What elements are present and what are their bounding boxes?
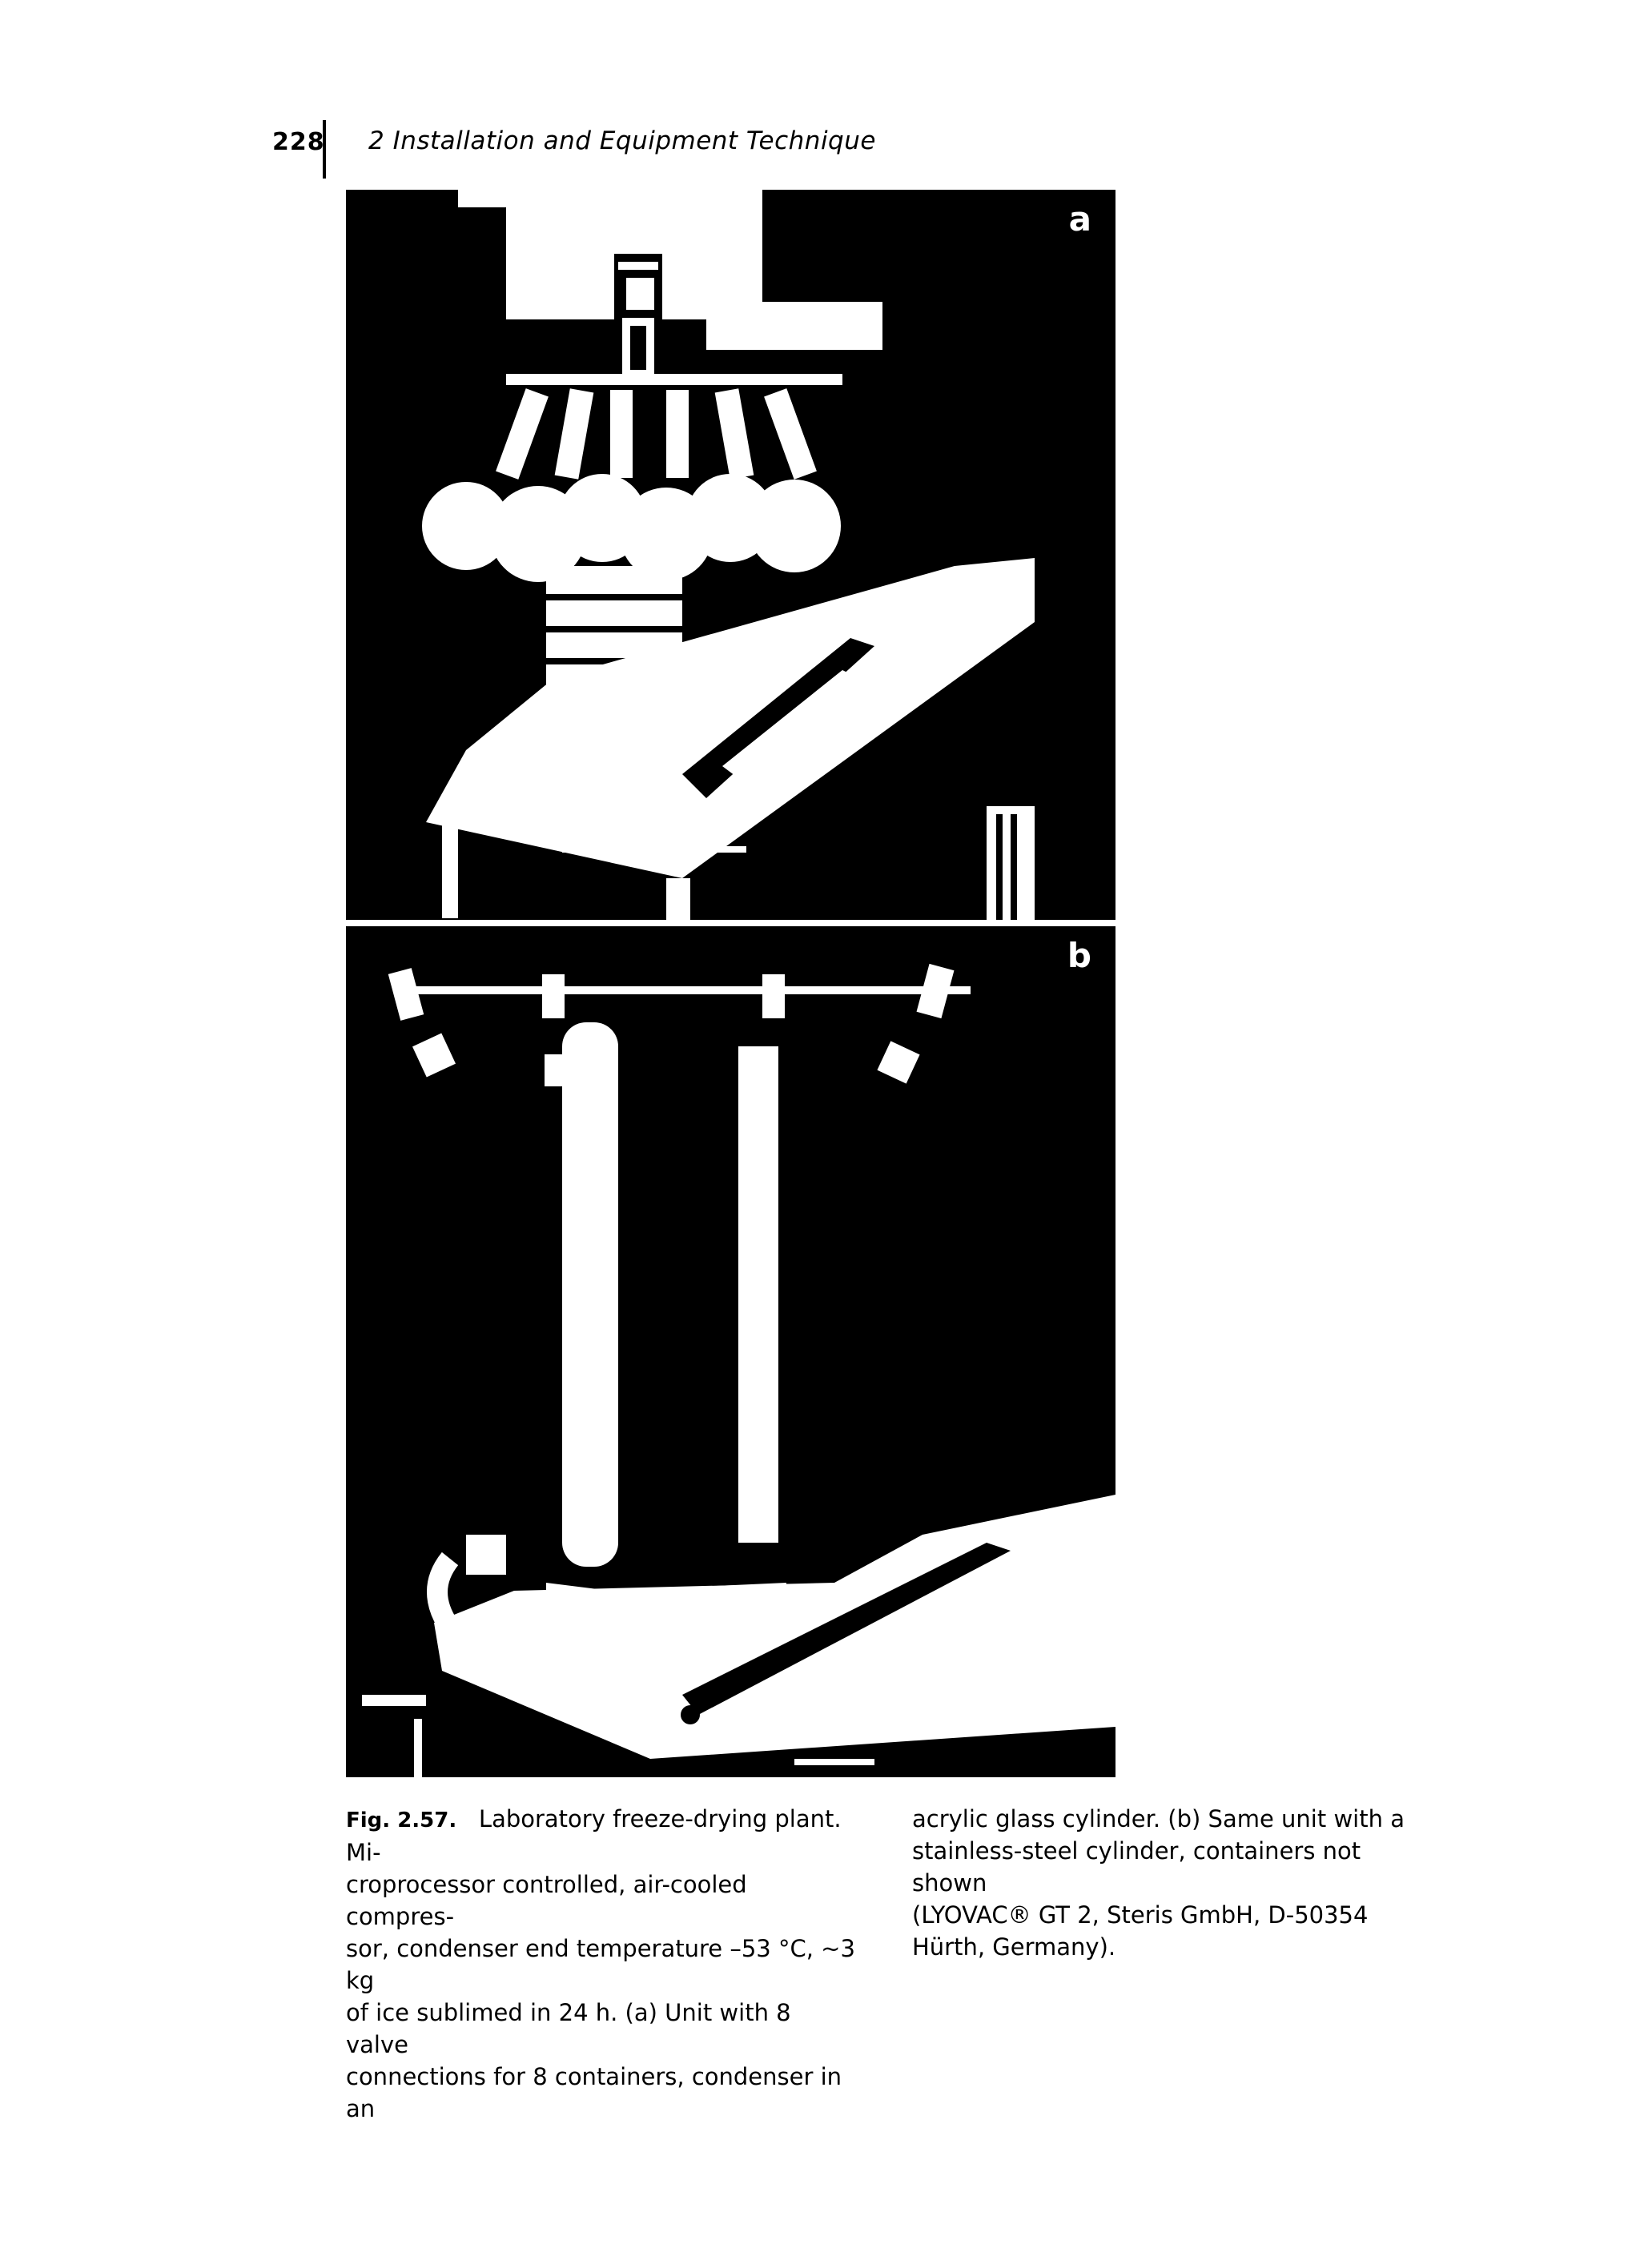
header-divider — [323, 120, 326, 179]
caption-line: Hürth, Germany). — [912, 1933, 1116, 1961]
freeze-dryer-photo-a — [346, 190, 1115, 920]
caption-line: Fig. 2.57. Laboratory freeze-drying plan… — [346, 1803, 858, 1869]
figure-caption: Fig. 2.57. Laboratory freeze-drying plan… — [346, 1803, 1411, 2122]
caption-line: (LYOVAC® GT 2, Steris GmbH, D-50354 — [912, 1901, 1369, 1929]
caption-line: of ice sublimed in 24 h. (a) Unit with 8… — [346, 1999, 791, 2058]
panel-label-b: b — [1067, 936, 1091, 975]
running-header: 228 2 Installation and Equipment Techniq… — [240, 120, 1441, 180]
page-number: 228 — [272, 128, 325, 156]
caption-right-column: acrylic glass cylinder. (b) Same unit wi… — [912, 1803, 1425, 1963]
caption-line-text: Laboratory freeze-drying plant. Mi- — [346, 1805, 842, 1866]
caption-line: connections for 8 containers, condenser … — [346, 2063, 842, 2122]
caption-label: Fig. 2.57. — [346, 1808, 457, 1832]
panel-label-a: a — [1068, 199, 1091, 239]
caption-line: croprocessor controlled, air-cooled comp… — [346, 1871, 747, 1930]
figure-panel-a: a — [346, 190, 1115, 920]
running-title: 2 Installation and Equipment Technique — [368, 126, 876, 155]
caption-line: acrylic glass cylinder. (b) Same unit wi… — [912, 1805, 1405, 1832]
figure-panel-b: b — [346, 926, 1115, 1777]
caption-left-column: Fig. 2.57. Laboratory freeze-drying plan… — [346, 1803, 858, 2125]
freeze-dryer-photo-b — [346, 926, 1115, 1777]
caption-line: sor, condenser end temperature –53 °C, ~… — [346, 1935, 855, 1994]
caption-line: stainless-steel cylinder, containers not… — [912, 1837, 1361, 1897]
